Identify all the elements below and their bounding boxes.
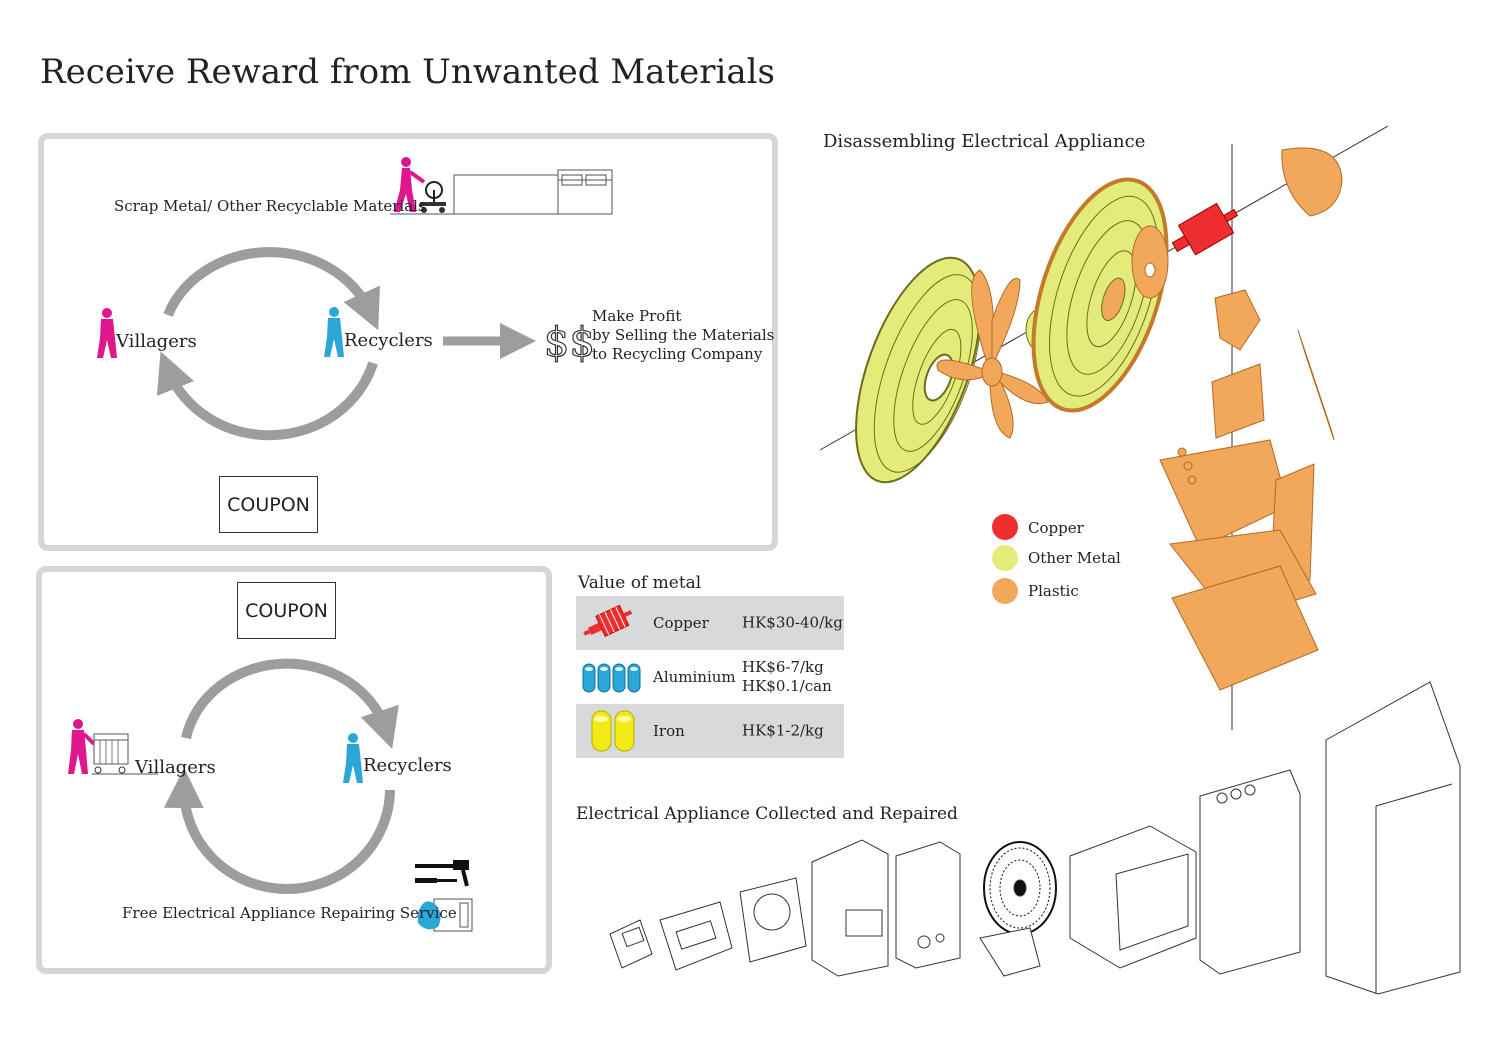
metal-name: Iron xyxy=(653,722,685,740)
appliances-title: Electrical Appliance Collected and Repai… xyxy=(576,804,958,824)
recycler-icon-bottom xyxy=(343,733,363,783)
legend-other-metal-label: Other Metal xyxy=(1028,549,1121,567)
copper-rotor xyxy=(1171,202,1239,256)
value-row-iron: Iron HK$1-2/kg xyxy=(576,704,844,758)
recyclers-label: Recyclers xyxy=(344,330,433,351)
metal-name: Copper xyxy=(653,614,709,632)
value-row-copper: Copper HK$30-40/kg xyxy=(576,596,844,650)
profit-line-3: to Recycling Company xyxy=(592,345,763,363)
villager-icon xyxy=(97,308,117,358)
materials-label: Scrap Metal/ Other Recyclable Materials xyxy=(114,197,426,215)
back-guard xyxy=(1031,177,1169,413)
fan-blades xyxy=(936,269,1049,439)
recycler-icon xyxy=(324,307,344,357)
profit-line-2: by Selling the Materials xyxy=(592,326,775,344)
metal-price: HK$1-2/kg xyxy=(742,721,824,740)
metal-price-line: HK$0.1/can xyxy=(742,677,832,695)
page-title: Receive Reward from Unwanted Materials xyxy=(40,52,775,92)
housing-body xyxy=(1211,363,1265,439)
base-plate xyxy=(1171,565,1319,691)
motor-cap xyxy=(1281,147,1343,217)
value-table-title: Value of metal xyxy=(578,573,702,593)
profit-line-1: Make Profit xyxy=(592,307,682,325)
cabinet-icon xyxy=(811,839,889,977)
repair-appliance-icon xyxy=(418,898,473,932)
housing-part xyxy=(1214,289,1261,351)
copper-rotor-icon xyxy=(583,604,633,637)
washing-machine-icon xyxy=(1199,769,1301,975)
svg-text:$$: $$ xyxy=(544,320,595,366)
dollar-icon: $$ xyxy=(543,319,595,366)
tools-icon xyxy=(415,860,469,887)
legend-dot-copper xyxy=(992,514,1018,540)
villagers-label: Villagers xyxy=(116,331,197,352)
appliance-lineup xyxy=(609,681,1461,995)
housing-panel xyxy=(1297,329,1335,441)
metal-price-line: HK$6-7/kg xyxy=(742,658,824,676)
box-appliance-icon xyxy=(895,841,961,969)
iron-cans-icon xyxy=(591,710,635,752)
coupon-box: COUPON xyxy=(219,476,318,533)
legend-copper-label: Copper xyxy=(1028,519,1084,537)
villagers-label-bottom: Villagers xyxy=(135,757,216,778)
exploded-fan-illustration xyxy=(819,125,1389,730)
villager-cart-icon xyxy=(68,719,158,775)
legend-plastic-label: Plastic xyxy=(1028,582,1079,600)
recycle-shop-illustration xyxy=(390,157,613,215)
repair-service-label: Free Electrical Appliance Repairing Serv… xyxy=(122,904,457,922)
aluminium-cans-icon xyxy=(582,663,641,693)
motor-disc xyxy=(1131,225,1169,299)
metal-price: HK$30-40/kg xyxy=(742,613,843,632)
desk-fan-icon xyxy=(979,841,1057,977)
coupon-box-bottom: COUPON xyxy=(237,582,336,639)
metal-price: HK$6-7/kg HK$0.1/can xyxy=(742,658,832,696)
legend-dot-other-metal xyxy=(992,545,1018,571)
disassembly-title: Disassembling Electrical Appliance xyxy=(823,131,1146,152)
value-row-aluminium: Aluminium HK$6-7/kg HK$0.1/can xyxy=(576,650,844,704)
metal-name: Aluminium xyxy=(653,668,736,686)
recyclers-label-bottom: Recyclers xyxy=(363,755,452,776)
refrigerator-icon xyxy=(1325,681,1461,995)
legend-dot-plastic xyxy=(992,578,1018,604)
